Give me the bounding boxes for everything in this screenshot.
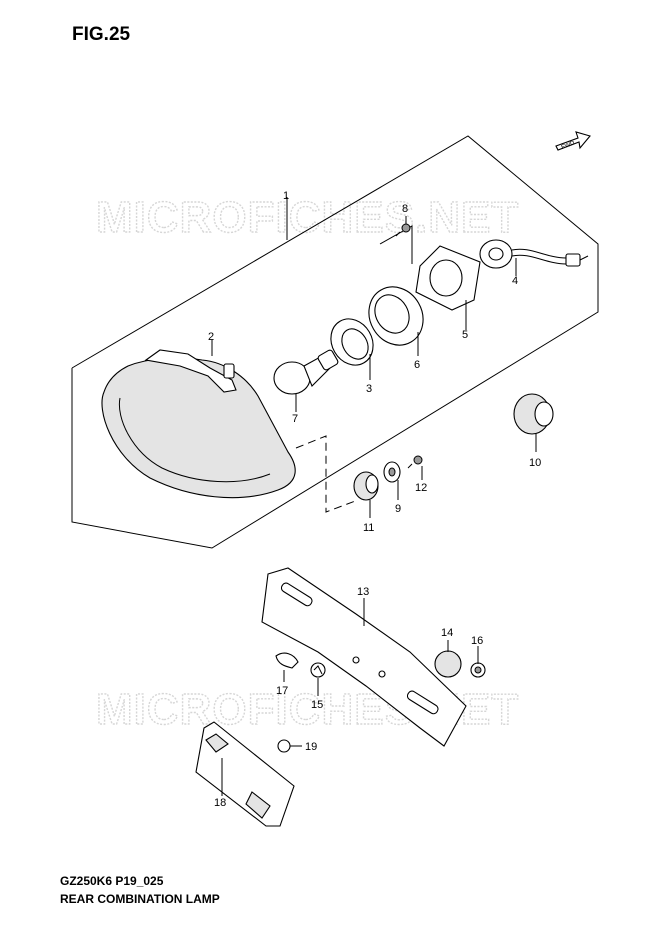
part-label-6: 6 [414,359,420,371]
part-labels: 1 2 3 4 5 6 7 8 9 10 11 12 13 14 16 15 1… [208,190,541,809]
part-label-4: 4 [512,275,518,287]
cap-17 [275,652,299,669]
screw-12 [407,455,423,469]
washer-9 [383,461,401,483]
plate-bracket [261,567,467,747]
seal-ring [330,318,374,366]
gasket-plate [415,245,481,311]
assembly-name: REAR COMBINATION LAMP [60,892,220,906]
fwd-label: FWD [561,140,577,151]
nut-19 [277,739,291,753]
socket-cord [479,239,589,269]
assembly-frame [71,135,599,549]
part-label-10: 10 [529,457,541,469]
part-label-12: 12 [415,482,427,494]
part-label-11: 11 [363,522,374,534]
part-label-9: 9 [395,503,401,515]
part-label-7: 7 [292,413,298,425]
leader-lines [211,216,537,796]
cushion-11 [353,471,379,501]
fwd-arrow-icon: FWD [555,131,591,151]
part-label-5: 5 [462,329,468,341]
watermark-top: MICROFICHES.NET [96,193,519,242]
model-code: GZ250K6 P19_025 [60,874,164,888]
figure-title: FIG.25 [72,24,131,45]
part-label-8: 8 [402,203,408,215]
grommet-10 [513,393,554,435]
cushion-14 [434,650,462,678]
part-label-17: 17 [276,685,288,697]
bulb [273,349,339,395]
reflector-18 [195,721,295,827]
part-label-15-16-16: 16 [471,635,483,647]
part-label-13: 13 [357,586,369,598]
nut-16 [470,662,486,678]
part-label-18: 18 [214,797,226,809]
part-label-1: 1 [283,190,289,202]
lamp-lens [101,349,296,499]
part-label-2: 2 [208,331,214,343]
part-label-3: 3 [366,383,372,395]
part-label-15: 15 [311,699,323,711]
bolt-15 [310,662,326,678]
part-label-19: 19 [305,741,317,753]
part-label-14: 14 [441,627,453,639]
socket [368,286,424,346]
